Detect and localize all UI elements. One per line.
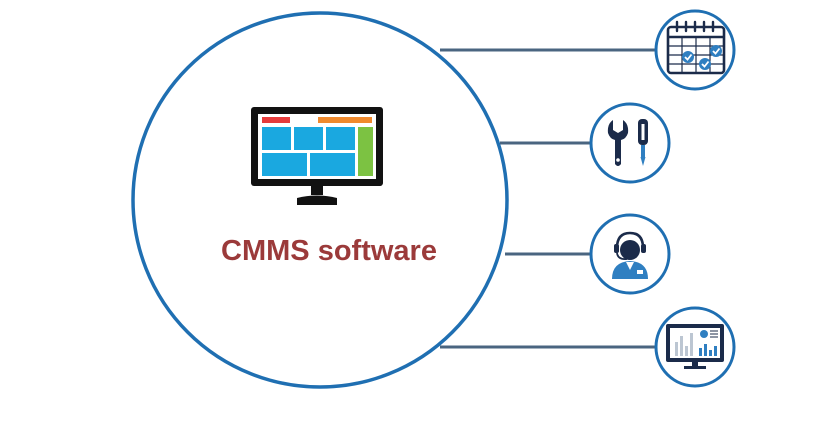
satellite-dashboard (654, 306, 736, 388)
screen-tile-2 (294, 127, 323, 150)
screen-tile-1 (262, 127, 291, 150)
screen-tile-3 (326, 127, 355, 150)
screen-bar-orange (318, 117, 372, 123)
connector-lines (440, 48, 657, 349)
satellite-tools-circle (589, 102, 671, 184)
wrench-screwdriver-icon (607, 119, 648, 166)
dashboard-monitor-icon (666, 324, 724, 369)
calendar-check-icon (666, 20, 726, 75)
screen-tile-4 (262, 153, 307, 176)
satellite-calendar (654, 9, 736, 91)
screen-tile-5 (310, 153, 355, 176)
headset-agent-icon (612, 231, 648, 279)
satellite-support (589, 213, 671, 295)
monitor-stand (297, 195, 337, 205)
screen-panel-green (358, 127, 373, 176)
monitor-icon (251, 107, 383, 205)
monitor-neck (311, 186, 323, 195)
satellite-tools (589, 102, 671, 184)
screen-bar-red (262, 117, 290, 123)
central-label: CMMS software (221, 235, 437, 267)
